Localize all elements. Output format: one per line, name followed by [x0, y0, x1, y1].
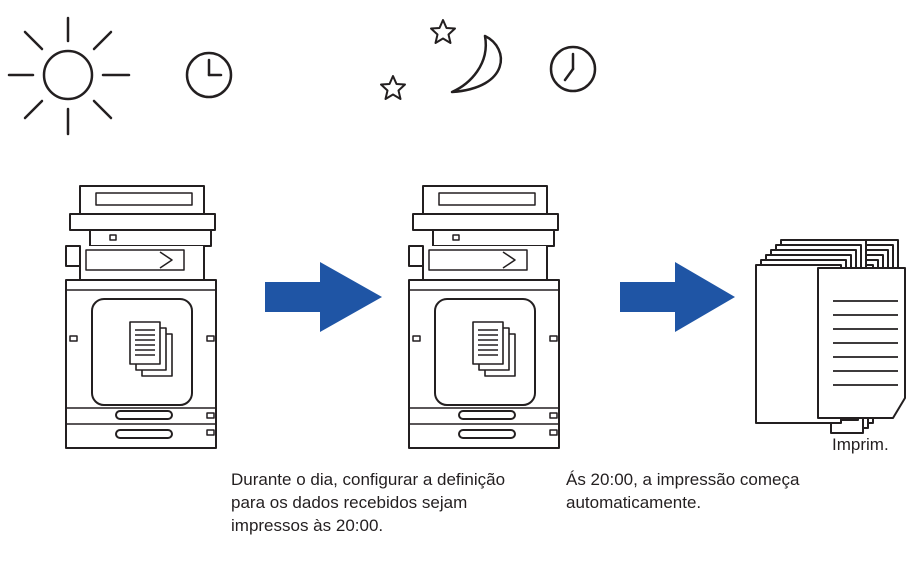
- clock-icon: [549, 45, 597, 93]
- arrow-right-icon: [265, 262, 382, 332]
- step-2-caption: Ás 20:00, a impressão começa automaticam…: [566, 470, 800, 512]
- star-icon: [430, 19, 456, 44]
- step-3-caption: Imprim.: [832, 435, 889, 454]
- copier-icon: [408, 185, 560, 449]
- step-1-caption: Durante o dia, configurar a definição pa…: [231, 470, 506, 535]
- arrow-right-icon: [620, 262, 735, 332]
- copier-icon: [65, 185, 217, 449]
- clock-icon: [185, 51, 233, 99]
- sun-icon: [7, 16, 131, 136]
- paper-stack-icon: [755, 239, 906, 434]
- moon-icon: [450, 34, 503, 94]
- star-icon: [380, 75, 406, 100]
